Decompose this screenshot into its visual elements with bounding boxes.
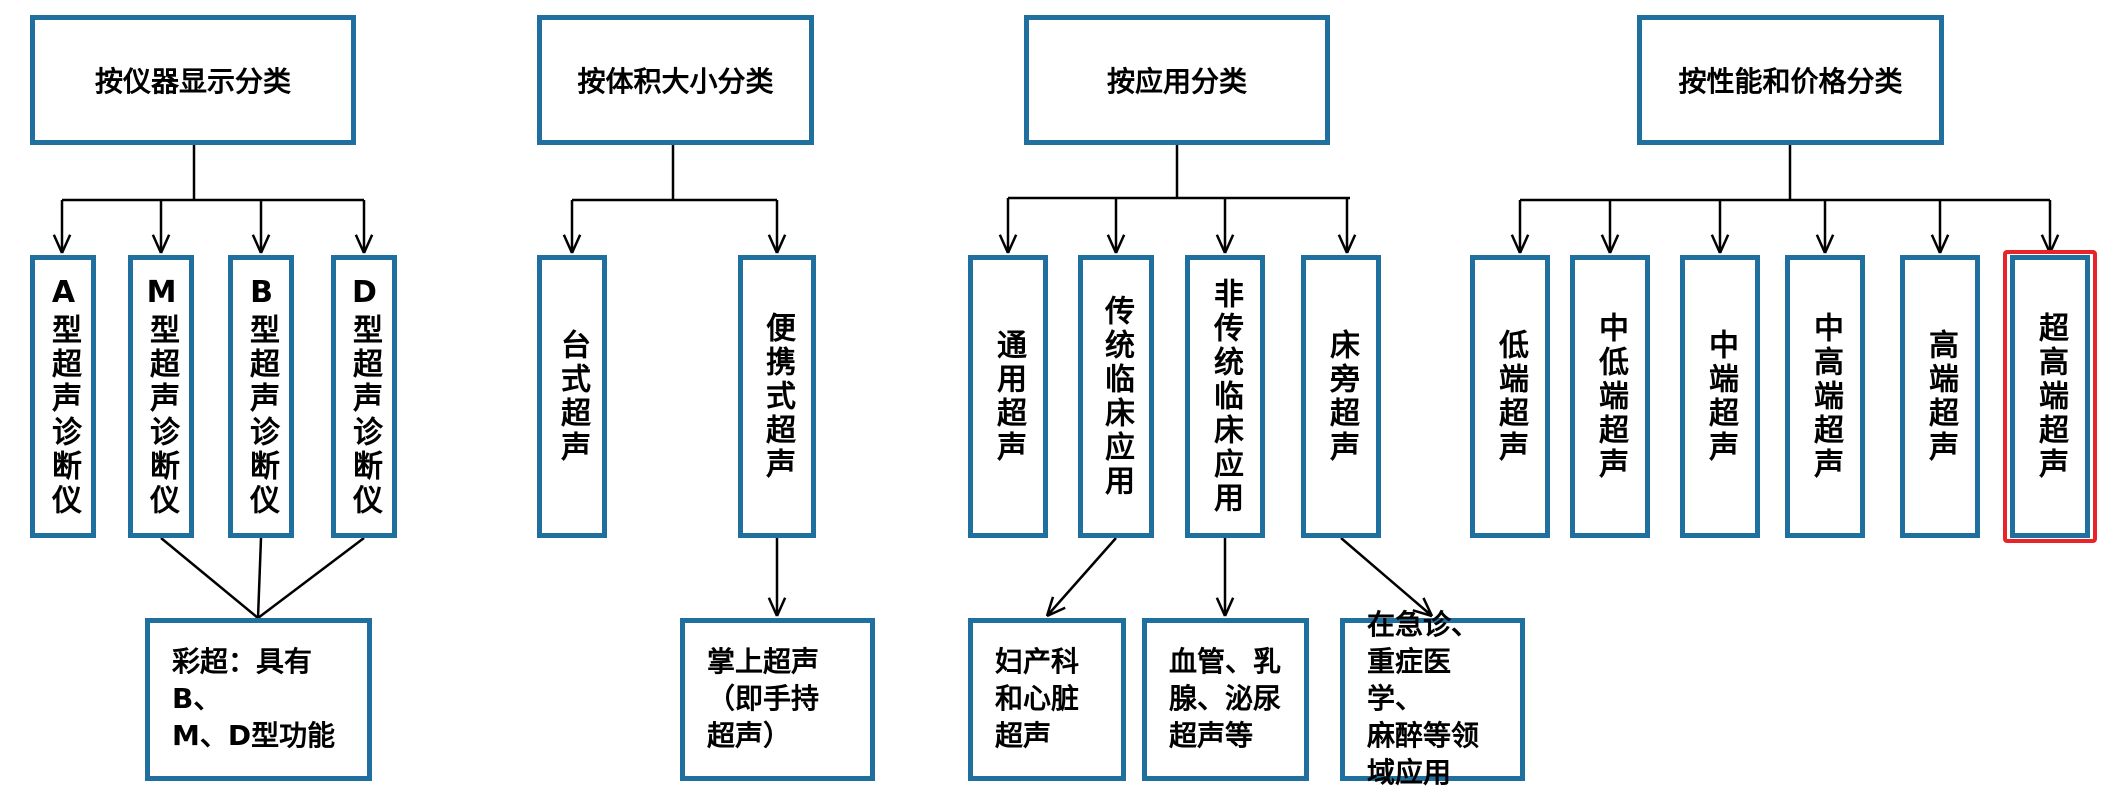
item-label: M型超声诊断仪 [144,275,179,518]
arrow-performance-1-head-a [1600,234,1612,254]
highlight-frame [2003,250,2097,543]
item-label: 中端超声 [1703,328,1738,465]
header-size-classification: 按体积大小分类 [537,15,814,145]
arrow-bedside-to-emergency-shaft [1340,537,1433,617]
arrow-performance-4-head-b [1938,234,1950,254]
arrow-display-2-head-b [259,234,271,254]
arrow-performance-0-head-b [1518,234,1530,254]
item-label: 中高端超声 [1808,311,1843,482]
outcome-handheld-ultrasound: 掌上超声 （即手持 超声） [680,618,875,781]
arrow-size-1-head-b [775,234,787,254]
header-label: 按应用分类 [1106,65,1247,98]
item-mid-end-ultrasound: 中端超声 [1680,255,1760,538]
arrow-application-1-head-b [1114,234,1126,254]
arrow-performance-0-head-a [1510,234,1522,254]
arrow-portable-to-handheld-head-b [775,597,787,617]
arrow-display-3-head-a [354,234,366,254]
item-mid-low-end-ultrasound: 中低端超声 [1570,255,1650,538]
arrow-bedside-to-emergency-head-b [1422,597,1434,617]
outcome-text: 血管、乳 腺、泌尿 超声等 [1169,645,1282,752]
header-label: 按性能和价格分类 [1678,65,1903,98]
outcome-obstetric-cardiac: 妇产科 和心脏 超声 [968,618,1126,781]
item-label: 通用超声 [991,328,1026,465]
arrow-bedside-to-emergency-head-a [1412,609,1433,618]
arrow-performance-2-head-a [1710,234,1722,254]
merge-m-to-color [160,537,259,619]
header-performance-price-classification: 按性能和价格分类 [1637,15,1944,145]
header-label: 按体积大小分类 [577,65,774,98]
item-a-type-ultrasound: A型超声诊断仪 [30,255,96,538]
outcome-color-doppler: 彩超：具有B、 M、D型功能 [145,618,372,781]
item-label: D型超声诊断仪 [347,275,382,518]
item-label: 便携式超声 [760,311,795,482]
arrow-application-1-head-a [1106,234,1118,254]
arrow-performance-5-head-b [2048,234,2060,254]
arrow-display-0-head-a [52,234,64,254]
arrow-traditional-to-obstetric-head-b [1046,606,1066,618]
item-high-end-ultrasound: 高端超声 [1900,255,1980,538]
arrow-performance-3-head-b [1823,234,1835,254]
arrow-nontraditional-to-vascular-head-a [1215,597,1227,617]
arrow-display-1-head-b [159,234,171,254]
outcome-text: 在急诊、 重症医学、 麻醉等领 域应用 [1367,608,1480,789]
arrow-performance-5-head-a [2040,234,2052,254]
arrow-performance-1-head-b [1608,234,1620,254]
item-traditional-clinical: 传统临床应用 [1078,255,1154,538]
header-label: 按仪器显示分类 [94,65,291,98]
arrow-performance-4-head-a [1930,234,1942,254]
arrow-size-0-head-a [562,234,574,254]
outcome-text: 彩超：具有B、 M、D型功能 [172,645,336,752]
arrow-portable-to-handheld-head-a [767,597,779,617]
arrow-traditional-to-obstetric-head-a [1045,596,1055,617]
arrow-application-0-head-a [998,234,1010,254]
arrow-performance-3-head-a [1815,234,1827,254]
arrow-application-2-head-a [1215,234,1227,254]
arrow-size-1-head-a [767,234,779,254]
item-d-type-ultrasound: D型超声诊断仪 [331,255,397,538]
arrow-traditional-to-obstetric-shaft [1046,537,1117,617]
item-label: 传统临床应用 [1099,294,1134,499]
item-label: 床旁超声 [1324,328,1359,465]
item-mid-high-end-ultrasound: 中高端超声 [1785,255,1865,538]
item-general-ultrasound: 通用超声 [968,255,1048,538]
item-label: 低端超声 [1493,328,1528,465]
arrow-application-0-head-b [1006,234,1018,254]
item-label: 台式超声 [555,328,590,465]
arrow-nontraditional-to-vascular-head-b [1223,597,1235,617]
item-portable-ultrasound: 便携式超声 [738,255,816,538]
arrow-application-3-head-a [1337,234,1349,254]
item-b-type-ultrasound: B型超声诊断仪 [228,255,294,538]
item-label: 中低端超声 [1593,311,1628,482]
item-ultra-high-end-ultrasound: 超高端超声 [2010,255,2090,538]
outcome-vascular-breast-urology: 血管、乳 腺、泌尿 超声等 [1142,618,1309,781]
outcome-text: 妇产科 和心脏 超声 [995,645,1080,752]
item-label: B型超声诊断仪 [244,275,279,518]
item-m-type-ultrasound: M型超声诊断仪 [128,255,194,538]
item-label: 高端超声 [1923,328,1958,465]
item-non-traditional-clinical: 非传统临床应用 [1185,255,1265,538]
outcome-emergency-critical-care: 在急诊、 重症医学、 麻醉等领 域应用 [1340,608,1525,789]
item-low-end-ultrasound: 低端超声 [1470,255,1550,538]
item-label: A型超声诊断仪 [46,275,81,518]
merge-b-to-color [256,537,263,619]
item-label: 非传统临床应用 [1208,277,1243,516]
item-bedside-ultrasound: 床旁超声 [1301,255,1381,538]
arrow-display-1-head-a [151,234,163,254]
item-desktop-ultrasound: 台式超声 [537,255,607,538]
item-label: 超高端超声 [2033,311,2068,482]
arrow-application-2-head-b [1223,234,1235,254]
merge-d-to-color [257,537,365,619]
header-application-classification: 按应用分类 [1024,15,1330,145]
arrow-display-2-head-a [251,234,263,254]
arrow-display-3-head-b [362,234,374,254]
outcome-text: 掌上超声 （即手持 超声） [707,645,820,752]
arrow-size-0-head-b [570,234,582,254]
arrow-display-0-head-b [60,234,72,254]
header-display-classification: 按仪器显示分类 [30,15,356,145]
arrow-performance-2-head-b [1718,234,1730,254]
arrow-application-3-head-b [1345,234,1357,254]
